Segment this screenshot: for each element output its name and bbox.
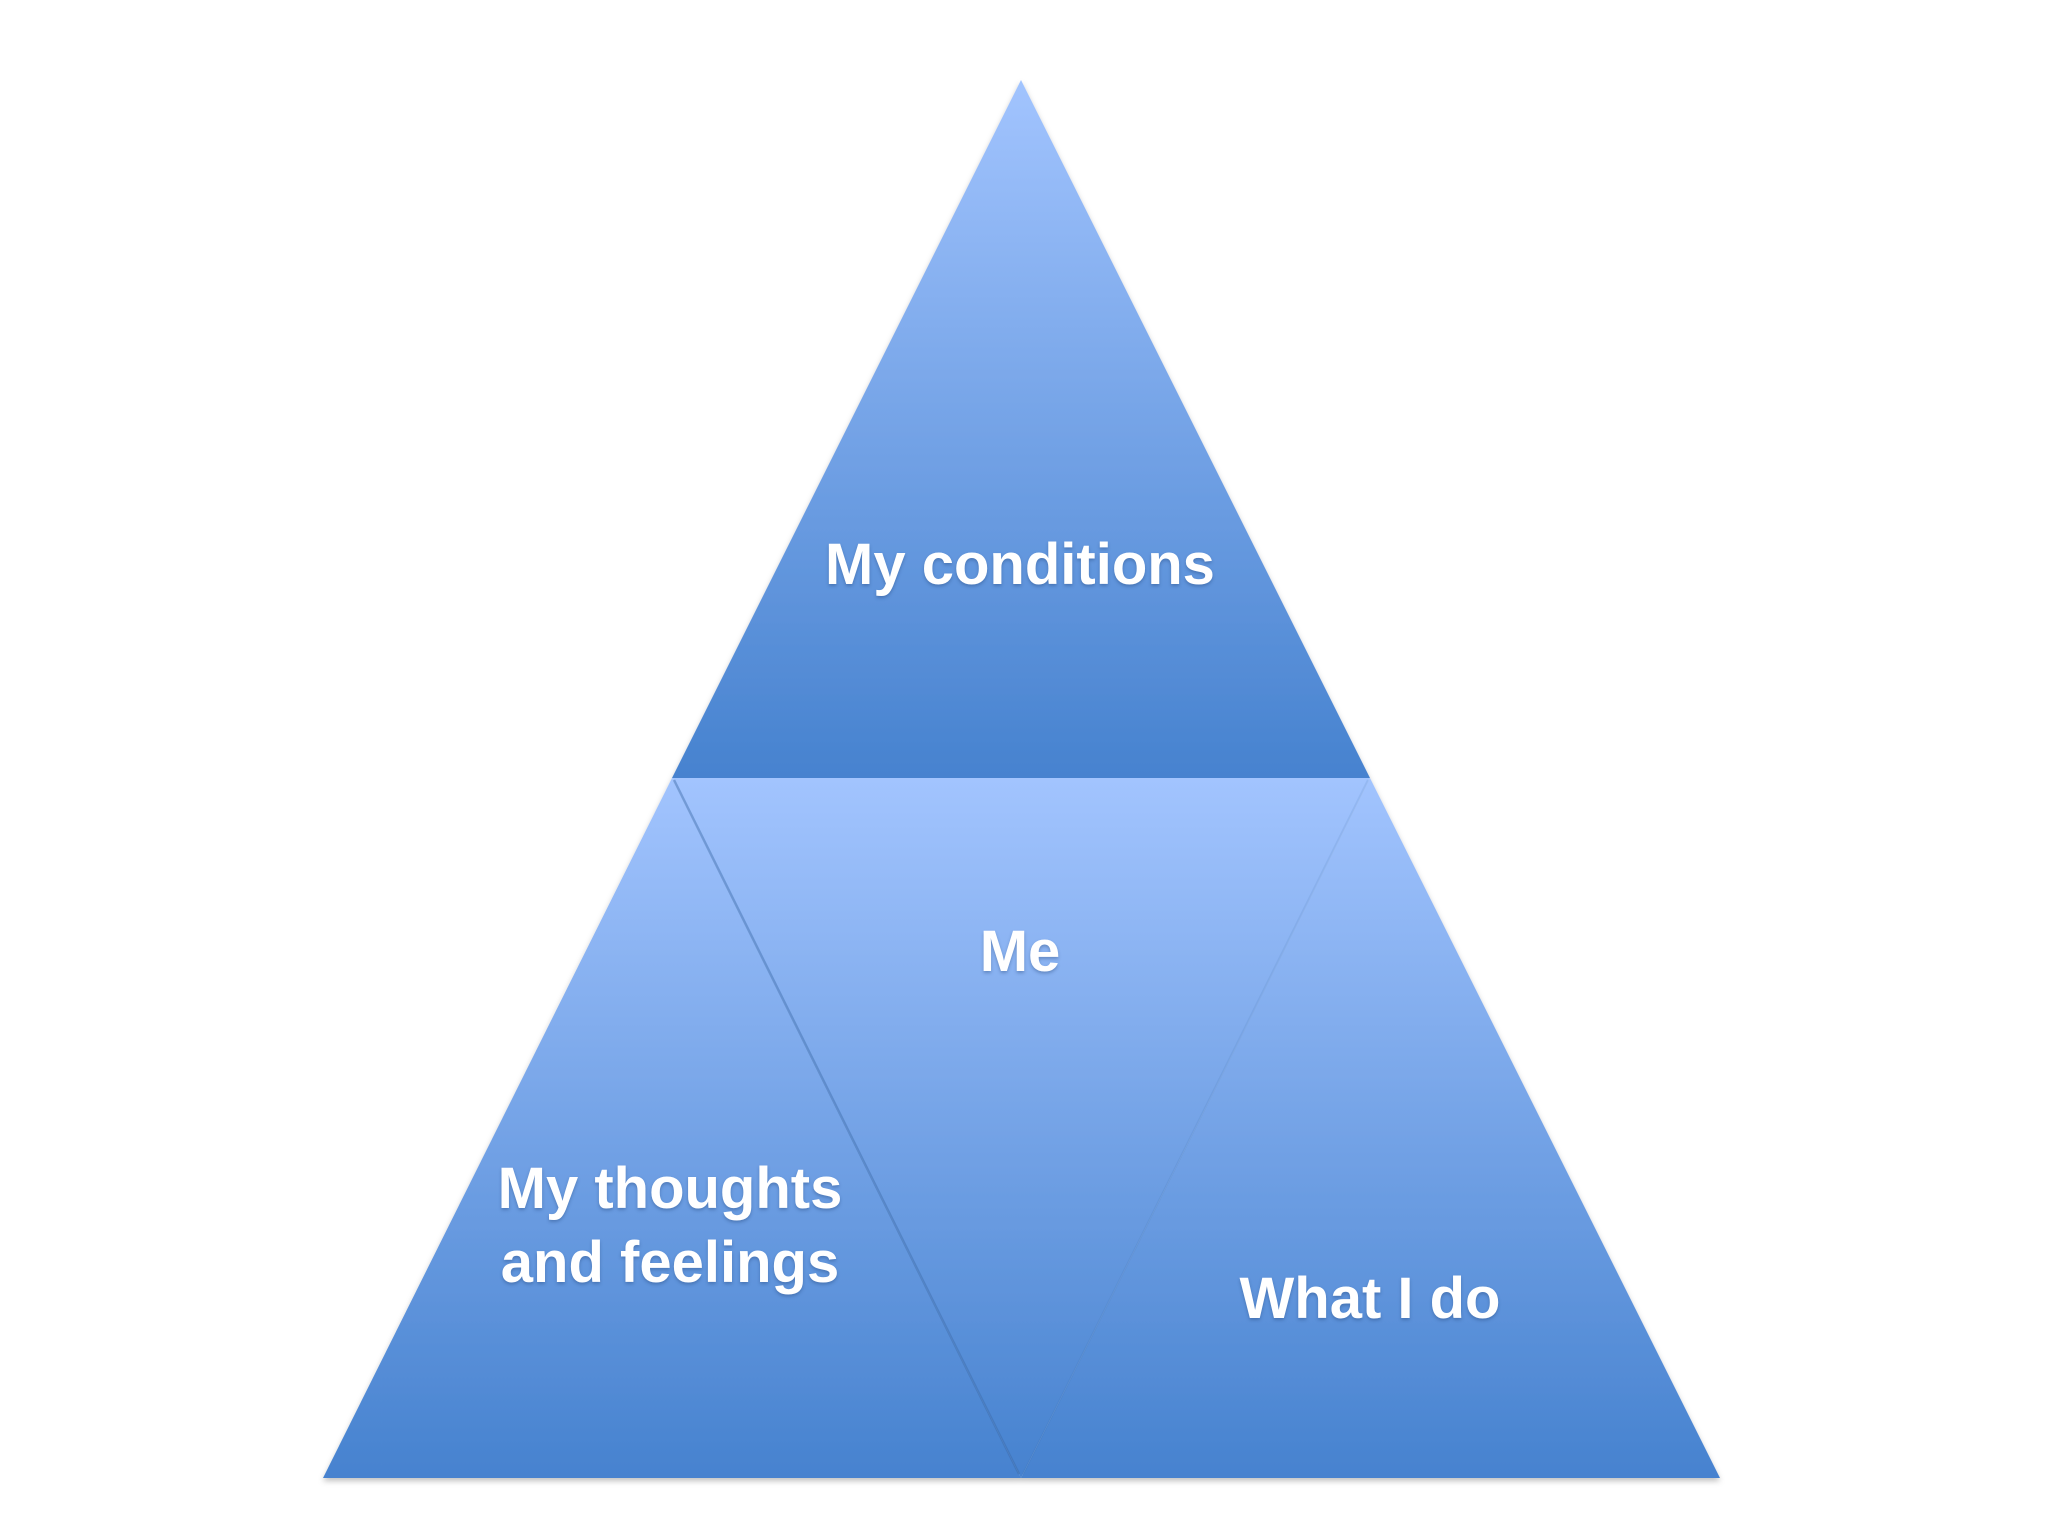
label-my-conditions: My conditions [825, 532, 1215, 597]
label-me: Me [979, 919, 1061, 984]
divider-left [672, 779, 1021, 1475]
triangle-right-actions [1021, 778, 1720, 1478]
label-my-thoughts-and-feelings: My thoughts and feelings [497, 1156, 843, 1295]
triangle-top-conditions [672, 80, 1370, 778]
triangle-center-me [672, 778, 1370, 1478]
label-what-i-do: What I do [1239, 1266, 1501, 1331]
divider-right [1022, 779, 1369, 1475]
triangle-left-thoughts [323, 778, 1021, 1478]
